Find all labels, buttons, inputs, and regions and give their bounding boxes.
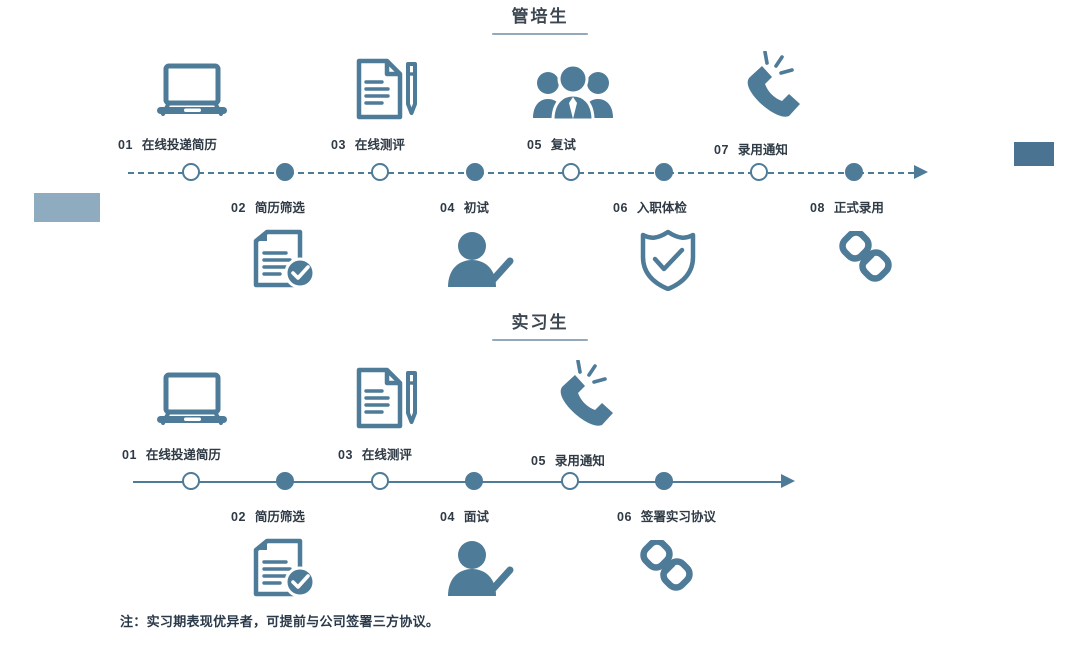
step-num: 03	[338, 448, 353, 462]
icon-ringing-phone-s2	[543, 359, 619, 431]
step-label-1-06: 06 入职体检	[613, 197, 687, 216]
step-text: 签署实习协议	[640, 510, 716, 524]
step-label-2-04: 04 面试	[440, 506, 489, 525]
section-title-2-text: 实习生	[511, 313, 569, 332]
step-label-1-02: 02 简历筛选	[231, 197, 305, 216]
step-label-2-02: 02 简历筛选	[231, 506, 305, 525]
timeline-node-1-01[interactable]	[182, 163, 200, 181]
step-text: 在线测评	[361, 448, 412, 462]
timeline-node-1-04[interactable]	[466, 163, 484, 181]
step-text: 简历筛选	[254, 510, 305, 524]
step-num: 01	[122, 448, 137, 462]
section-title-2-rule	[492, 339, 588, 341]
ringing-phone-icon	[560, 360, 613, 426]
step-text: 在线投递简历	[145, 448, 221, 462]
chain-link-icon	[839, 231, 892, 282]
section-title-1-rule	[492, 33, 588, 35]
timeline-node-1-03[interactable]	[371, 163, 389, 181]
icon-document-check-s1	[248, 228, 320, 292]
step-num: 01	[118, 138, 133, 152]
decorative-block-left	[34, 193, 100, 222]
step-label-2-03: 03 在线测评	[338, 444, 412, 463]
step-num: 05	[527, 138, 542, 152]
step-label-1-01: 01 在线投递简历	[118, 134, 217, 153]
timeline-node-2-02[interactable]	[276, 472, 294, 490]
icon-chain-link-s1	[836, 230, 898, 290]
step-num: 06	[617, 510, 632, 524]
step-label-2-06: 06 签署实习协议	[617, 506, 716, 525]
document-check-icon	[253, 229, 316, 289]
step-num: 03	[331, 138, 346, 152]
timeline-node-2-01[interactable]	[182, 472, 200, 490]
step-label-1-08: 08 正式录用	[810, 197, 884, 216]
step-num: 07	[714, 143, 729, 157]
timeline-2-axis	[133, 481, 781, 483]
person-check-icon	[448, 232, 514, 287]
step-text: 复试	[550, 138, 576, 152]
step-num: 02	[231, 510, 246, 524]
step-num: 02	[231, 201, 246, 215]
step-label-2-05: 05 录用通知	[531, 450, 605, 469]
timeline-node-2-06[interactable]	[655, 472, 673, 490]
timeline-node-2-05[interactable]	[561, 472, 579, 490]
step-text: 面试	[463, 510, 489, 524]
step-num: 08	[810, 201, 825, 215]
timeline-1-axis	[128, 172, 914, 174]
timeline-node-1-02[interactable]	[276, 163, 294, 181]
icon-ringing-phone-s1	[730, 50, 806, 122]
step-num: 06	[613, 201, 628, 215]
document-pen-icon	[356, 367, 417, 429]
section-title-1: 管培生	[465, 6, 615, 35]
step-text: 初试	[463, 201, 489, 215]
step-label-1-05: 05 复试	[527, 134, 576, 153]
step-text: 在线测评	[354, 138, 405, 152]
decorative-block-right	[1014, 142, 1054, 166]
timeline-node-2-04[interactable]	[465, 472, 483, 490]
icon-people-group-s1	[532, 62, 614, 122]
shield-check-icon	[640, 229, 696, 291]
step-text: 入职体检	[636, 201, 687, 215]
section-title-2: 实习生	[465, 312, 615, 341]
step-text: 录用通知	[554, 454, 605, 468]
person-check-icon	[448, 541, 514, 596]
timeline-1-arrow	[914, 165, 928, 179]
step-label-1-03: 03 在线测评	[331, 134, 405, 153]
laptop-icon	[157, 372, 227, 425]
icon-person-check-s2	[444, 539, 516, 599]
document-pen-icon	[356, 58, 417, 120]
timeline-node-1-08[interactable]	[845, 163, 863, 181]
ringing-phone-icon	[747, 51, 800, 117]
document-check-icon	[253, 538, 316, 598]
step-text: 简历筛选	[254, 201, 305, 215]
icon-laptop-s1	[156, 60, 228, 122]
step-label-1-07: 07 录用通知	[714, 139, 788, 158]
icon-document-pen-s1	[352, 55, 422, 123]
icon-person-check-s1	[444, 230, 516, 290]
footer-note: 注：实习期表现优异者，可提前与公司签署三方协议。	[120, 614, 440, 629]
people-group-icon	[533, 64, 613, 120]
icon-chain-link-s2	[637, 539, 699, 599]
step-text: 正式录用	[833, 201, 884, 215]
icon-document-check-s2	[248, 537, 320, 601]
icon-document-pen-s2	[352, 364, 422, 432]
laptop-icon	[157, 63, 227, 116]
timeline-node-1-05[interactable]	[562, 163, 580, 181]
timeline-2-arrow	[781, 474, 795, 488]
step-num: 04	[440, 201, 455, 215]
step-label-1-04: 04 初试	[440, 197, 489, 216]
chain-link-icon	[640, 540, 693, 591]
step-text: 录用通知	[737, 143, 788, 157]
timeline-node-2-03[interactable]	[371, 472, 389, 490]
section-title-1-text: 管培生	[511, 7, 569, 26]
timeline-node-1-07[interactable]	[750, 163, 768, 181]
icon-shield-check-s1	[636, 228, 700, 292]
step-num: 05	[531, 454, 546, 468]
step-num: 04	[440, 510, 455, 524]
icon-laptop-s2	[156, 369, 228, 431]
step-text: 在线投递简历	[141, 138, 217, 152]
timeline-node-1-06[interactable]	[655, 163, 673, 181]
step-label-2-01: 01 在线投递简历	[122, 444, 221, 463]
